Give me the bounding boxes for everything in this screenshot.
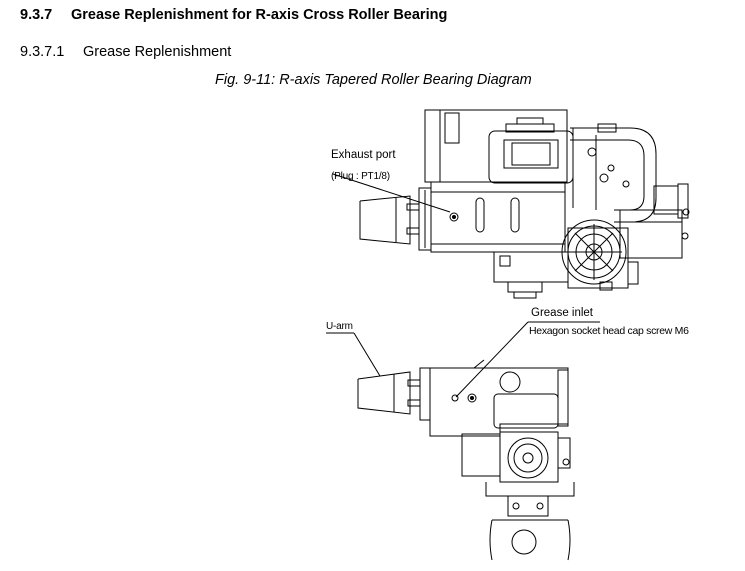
grease-inlet-label: Grease inlet xyxy=(531,307,594,319)
hex-screw-label: Hexagon socket head cap screw M6 xyxy=(529,325,689,337)
figure-caption: Fig. 9-11: R-axis Tapered Roller Bearing… xyxy=(215,72,532,88)
plug-label: (Plug : PT1/8) xyxy=(331,171,390,182)
grease-leader xyxy=(456,322,528,397)
bottom-view-drawing xyxy=(358,360,574,560)
uarm-leader xyxy=(354,333,380,376)
section-title: Grease Replenishment for R-axis Cross Ro… xyxy=(71,7,448,23)
section-number: 9.3.7 xyxy=(20,7,53,23)
u-arm-label: U-arm xyxy=(326,321,353,332)
top-view-drawing xyxy=(360,110,689,298)
exhaust-port-label: Exhaust port xyxy=(331,149,396,161)
subsection-title: Grease Replenishment xyxy=(83,44,232,60)
exhaust-leader xyxy=(333,174,450,212)
subsection-number: 9.3.7.1 xyxy=(20,44,65,60)
